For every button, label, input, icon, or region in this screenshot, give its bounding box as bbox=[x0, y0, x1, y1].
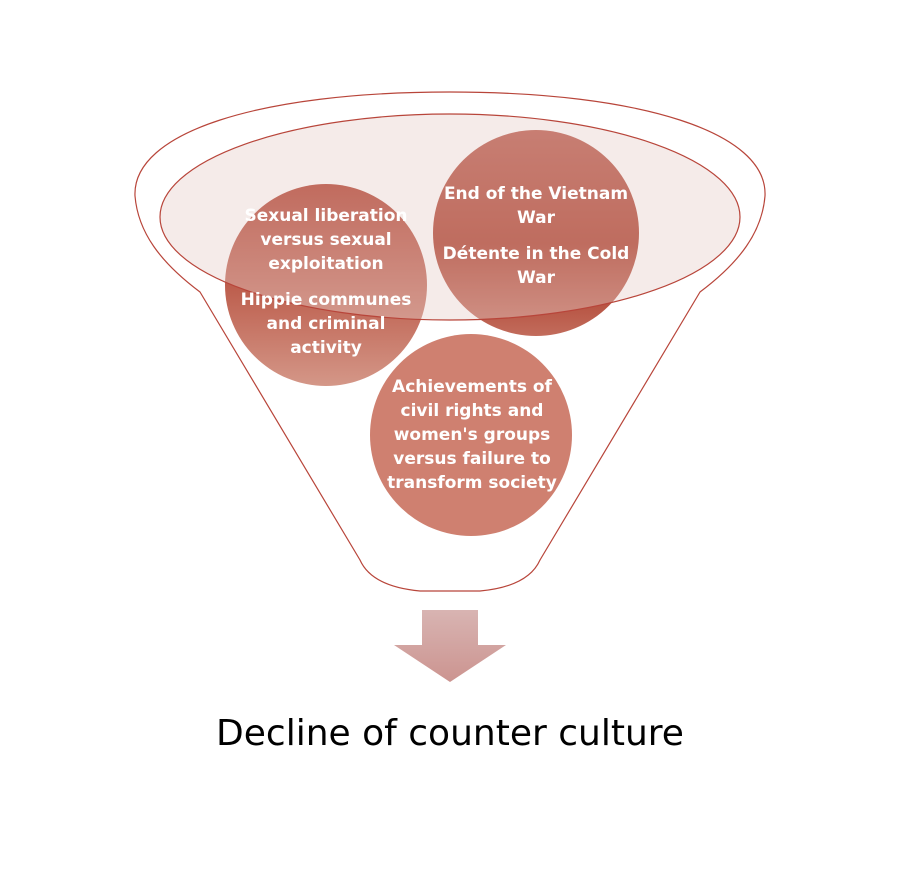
circle-vietnam-war bbox=[433, 130, 639, 336]
circle-civil-rights bbox=[370, 334, 572, 536]
circle-paragraph: Achievements of civil rights and women's… bbox=[387, 377, 557, 493]
circle-text-vietnam-war: End of the Vietnam War Détente in the Co… bbox=[438, 170, 634, 302]
circle-text-sexual-liberation: Sexual liberation versus sexual exploita… bbox=[228, 180, 424, 384]
circle-text-civil-rights: Achievements of civil rights and women's… bbox=[376, 345, 568, 525]
circle-sexual-liberation bbox=[225, 184, 427, 386]
circle-paragraph: Hippie communes and criminal activity bbox=[240, 290, 412, 358]
funnel-rim bbox=[159, 113, 741, 321]
circle-paragraph: End of the Vietnam War bbox=[443, 184, 629, 228]
circle-paragraph: Sexual liberation versus sexual exploita… bbox=[244, 206, 408, 274]
result-label: Decline of counter culture bbox=[216, 713, 684, 754]
arrow-down-icon bbox=[394, 610, 506, 682]
circle-paragraph: Détente in the Cold War bbox=[442, 244, 630, 288]
